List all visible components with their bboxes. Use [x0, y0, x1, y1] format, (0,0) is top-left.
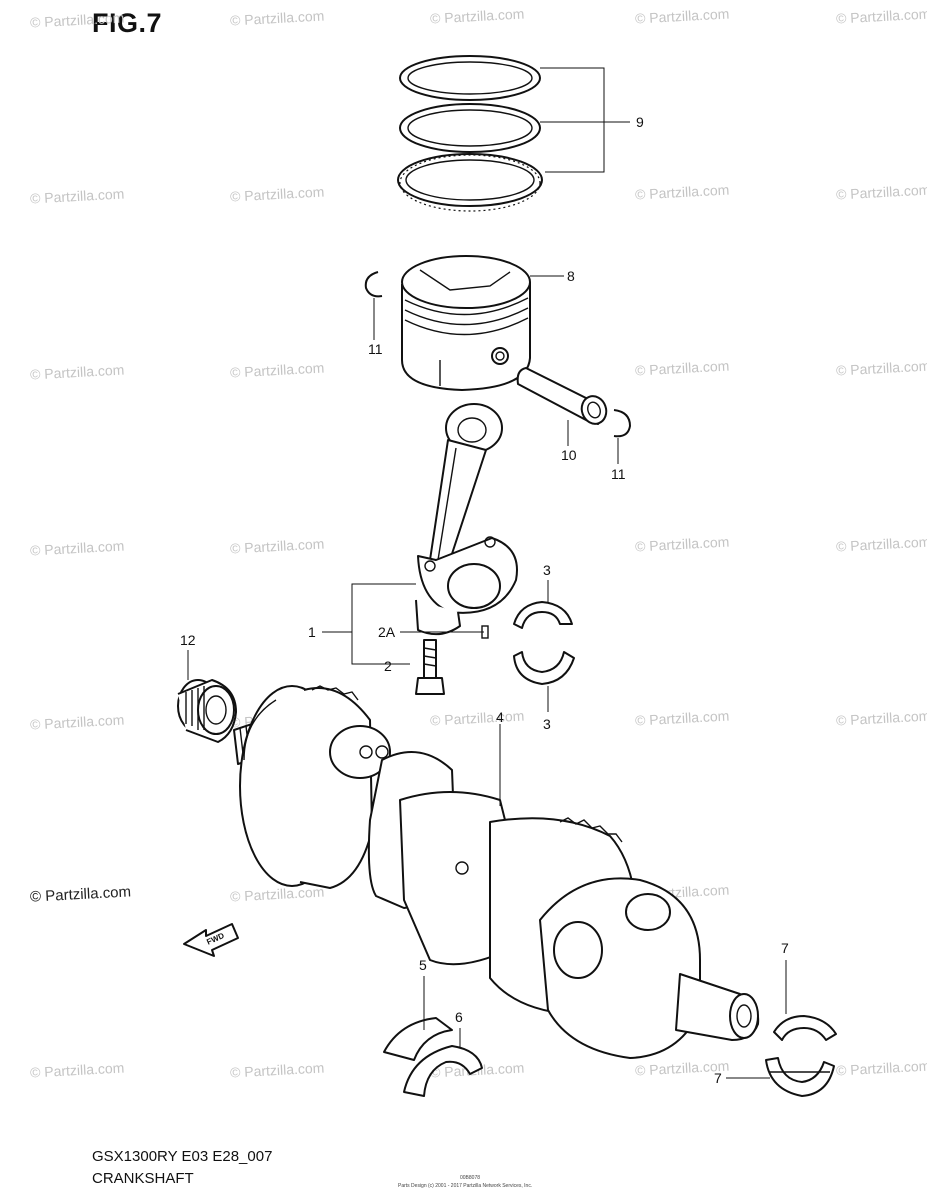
callout-2[interactable]: 2 — [384, 658, 392, 674]
callout-10[interactable]: 10 — [561, 447, 577, 463]
callout-5[interactable]: 5 — [419, 957, 427, 973]
callout-12[interactable]: 12 — [180, 632, 196, 648]
conrod-bolt[interactable] — [415, 639, 445, 695]
conrod-nut[interactable] — [481, 625, 489, 639]
callout-9[interactable]: 9 — [636, 114, 644, 130]
diagram-title: CRANKSHAFT — [92, 1170, 194, 1187]
leader-1 — [351, 583, 416, 665]
callout-6[interactable]: 6 — [455, 1009, 463, 1025]
journal-bearing-upper[interactable] — [773, 1015, 837, 1041]
callout-8[interactable]: 8 — [567, 268, 575, 284]
callout-1[interactable]: 1 — [308, 624, 316, 640]
callout-11-left[interactable]: 11 — [368, 341, 383, 357]
journal-bearing-lower[interactable] — [765, 1057, 835, 1097]
callout-4[interactable]: 4 — [496, 709, 504, 725]
model-code: GSX1300RY E03 E28_007 — [92, 1148, 273, 1165]
connecting-rod[interactable] — [415, 403, 518, 636]
callout-3-lower[interactable]: 3 — [543, 716, 551, 732]
circlip-left[interactable] — [364, 271, 383, 298]
fwd-arrow-indicator: FWD — [183, 923, 239, 957]
piston-ring-set[interactable] — [397, 55, 543, 212]
footer-code: 00B8078 — [460, 1175, 481, 1181]
callout-11-right[interactable]: 11 — [611, 466, 626, 482]
crankshaft[interactable] — [233, 685, 760, 1059]
callout-7-upper[interactable]: 7 — [781, 940, 789, 956]
callout-2a[interactable]: 2A — [378, 624, 396, 640]
piston-pin[interactable] — [516, 367, 610, 427]
conrod-bearing-lower[interactable] — [513, 651, 575, 685]
needle-bearing[interactable] — [177, 679, 237, 743]
footer-copyright: Parts Design (c) 2001 - 2017 Partzilla N… — [398, 1183, 533, 1189]
leader-9 — [540, 67, 605, 173]
piston[interactable] — [401, 255, 531, 391]
figure-label: FIG.7 — [92, 8, 163, 38]
callout-7-lower[interactable]: 7 — [714, 1070, 722, 1086]
circlip-right[interactable] — [613, 409, 631, 438]
callout-3-upper[interactable]: 3 — [543, 562, 551, 578]
thrust-bearing-left[interactable] — [383, 1017, 453, 1061]
thrust-bearing-right[interactable] — [403, 1045, 483, 1097]
conrod-bearing-upper[interactable] — [513, 601, 573, 629]
